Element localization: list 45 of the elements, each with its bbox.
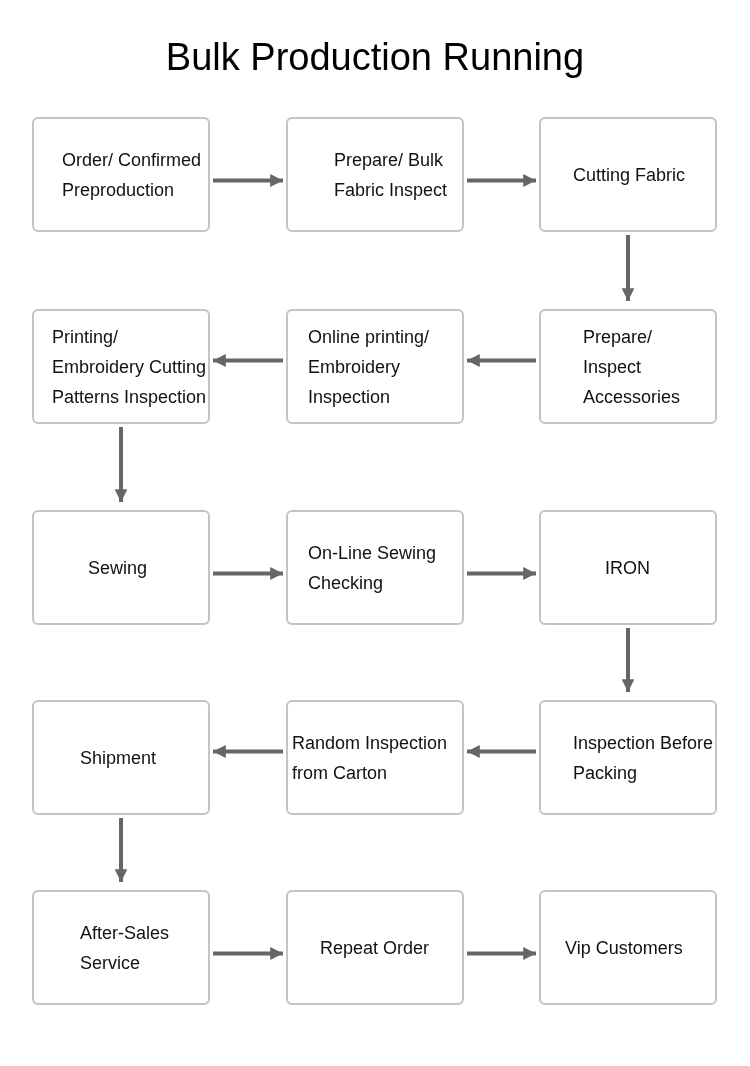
step-label: Cutting Fabric	[573, 163, 686, 187]
arrow	[114, 427, 128, 502]
process-box	[286, 117, 464, 232]
step-label: Sewing	[88, 556, 148, 580]
process-box	[539, 117, 717, 232]
diagram-title: Bulk Production Running	[164, 36, 586, 79]
process-box	[539, 510, 717, 625]
arrow	[213, 745, 283, 758]
process-box	[539, 700, 717, 815]
step-label: Printing/ Embroidery Cutting Patterns Inspection	[52, 325, 208, 409]
arrow	[621, 628, 635, 692]
step-label: After-Sales Service	[80, 921, 171, 975]
arrow	[213, 567, 283, 580]
arrow	[467, 745, 536, 758]
process-box	[32, 510, 210, 625]
step-label: Vip Customers	[565, 936, 683, 960]
arrow	[467, 567, 536, 580]
step-label: IRON	[605, 556, 650, 580]
process-box	[32, 117, 210, 232]
arrow	[213, 174, 283, 187]
process-box	[286, 309, 464, 424]
step-label: Prepare/ Bulk Fabric Inspect	[334, 148, 449, 202]
arrow	[114, 818, 128, 882]
step-label: Shipment	[80, 746, 157, 770]
process-box	[539, 890, 717, 1005]
process-box	[32, 309, 210, 424]
step-label: Repeat Order	[320, 936, 430, 960]
process-box	[286, 510, 464, 625]
process-box	[539, 309, 717, 424]
step-label: Random Inspection from Carton	[292, 731, 449, 785]
arrow	[213, 947, 283, 960]
step-label: Prepare/ Inspect Accessories	[583, 325, 682, 409]
step-label: Order/ Confirmed Preproduction	[62, 148, 203, 202]
arrow	[467, 947, 536, 960]
process-box	[286, 890, 464, 1005]
process-box	[286, 700, 464, 815]
arrow	[467, 354, 536, 367]
arrow	[213, 354, 283, 367]
arrow	[621, 235, 635, 301]
process-box	[32, 890, 210, 1005]
step-label: Online printing/ Embroidery Inspection	[308, 325, 431, 409]
step-label: On-Line Sewing Checking	[308, 541, 438, 595]
process-box	[32, 700, 210, 815]
arrow	[467, 174, 536, 187]
step-label: Inspection Before Packing	[573, 731, 715, 785]
